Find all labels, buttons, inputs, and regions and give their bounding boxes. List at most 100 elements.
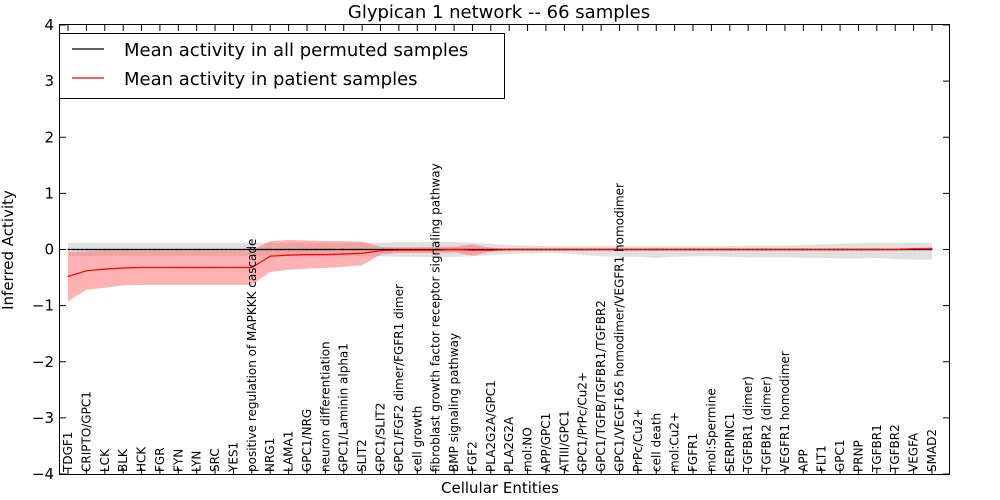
x-tick-label: GPC1 xyxy=(833,439,847,472)
y-tick-label: 1 xyxy=(44,184,54,202)
x-tick-label: TGFBR1 (dimer) xyxy=(741,376,755,473)
x-tick-label: GPC1/PrPc/Cu2+ xyxy=(576,372,590,472)
point-patient-4 xyxy=(140,266,143,269)
point-patient-13 xyxy=(306,254,308,256)
x-tick-label: SMAD2 xyxy=(925,429,939,472)
x-tick-label: LAMA1 xyxy=(282,431,296,472)
x-tick-label: mol:Spermine xyxy=(704,388,718,472)
x-tick-label: PrPc/Cu2+ xyxy=(631,408,645,472)
x-tick-label: LYN xyxy=(190,451,204,472)
point-patient-20 xyxy=(435,249,437,251)
x-tick-label: APP xyxy=(796,449,810,472)
point-patient-0 xyxy=(67,275,69,277)
point-patient-18 xyxy=(398,249,400,251)
legend-entry-permuted: Mean activity in all permuted samples xyxy=(124,40,468,61)
point-patient-15 xyxy=(343,253,345,255)
y-tick-label: −4 xyxy=(32,465,54,483)
point-permuted-13 xyxy=(306,248,308,251)
point-patient-42 xyxy=(839,248,841,251)
x-tick-label: TGFBR2 (dimer) xyxy=(760,376,774,473)
plot-area xyxy=(59,24,950,475)
point-patient-9 xyxy=(232,266,234,269)
x-tick-label: cell growth xyxy=(410,406,424,472)
x-tick-label: SERPINC1 xyxy=(723,413,737,472)
chart-title: Glypican 1 network -- 66 samples xyxy=(348,2,650,23)
x-tick-label: PLA2G2A/GPC1 xyxy=(484,380,498,472)
x-tick-label: mol:NO xyxy=(521,427,535,472)
x-tick-label: LCK xyxy=(98,448,112,472)
point-permuted-11 xyxy=(269,248,271,251)
point-permuted-12 xyxy=(288,248,290,251)
x-tick-label: NRG1 xyxy=(263,438,277,472)
x-tick-label: FLT1 xyxy=(815,445,829,472)
point-permuted-6 xyxy=(177,248,179,251)
point-patient-41 xyxy=(821,248,823,251)
point-patient-24 xyxy=(508,248,510,251)
point-patient-40 xyxy=(802,248,804,251)
x-tick-label: BLK xyxy=(116,448,130,472)
x-tick-label: cell death xyxy=(649,413,663,472)
point-permuted-1 xyxy=(85,248,87,251)
y-tick-label: −1 xyxy=(32,297,54,315)
x-tick-label: GPC1/FGF2 dimer/FGFR1 dimer xyxy=(392,284,406,472)
point-permuted-0 xyxy=(67,248,69,251)
point-patient-8 xyxy=(214,266,216,269)
x-tick-label: VEGFR1 homodimer xyxy=(778,351,792,472)
x-tick-label: VEGFA xyxy=(907,432,921,472)
y-tick-label: 0 xyxy=(44,241,54,259)
y-tick-label: −2 xyxy=(32,353,54,371)
x-axis-label: Cellular Entities xyxy=(441,479,559,497)
x-tick-label: fibroblast growth factor receptor signal… xyxy=(429,163,443,472)
x-tick-label: YES1 xyxy=(226,442,240,473)
x-tick-label: SRC xyxy=(208,448,222,472)
point-permuted-16 xyxy=(361,248,363,251)
x-tick-label: GPC1/TGFB/TGFBR1/TGFBR2 xyxy=(594,300,608,472)
point-patient-2 xyxy=(104,268,106,270)
point-patient-28 xyxy=(582,248,584,251)
point-patient-3 xyxy=(122,267,124,269)
point-patient-37 xyxy=(747,248,749,251)
point-patient-29 xyxy=(600,248,602,251)
x-tick-label: GPC1/SLIT2 xyxy=(374,403,388,472)
legend-entry-patient: Mean activity in patient samples xyxy=(124,69,418,90)
point-patient-34 xyxy=(692,248,694,251)
point-patient-25 xyxy=(527,248,529,251)
point-patient-31 xyxy=(637,248,639,251)
point-permuted-8 xyxy=(214,248,216,251)
x-tick-label: mol:Cu2+ xyxy=(668,412,682,472)
point-permuted-10 xyxy=(251,248,253,251)
x-tick-label: GPC1/Laminin alpha1 xyxy=(337,343,351,472)
point-permuted-3 xyxy=(122,248,124,251)
point-patient-7 xyxy=(196,266,198,269)
point-permuted-5 xyxy=(159,248,161,251)
point-patient-26 xyxy=(545,248,547,251)
point-patient-39 xyxy=(784,248,786,251)
point-patient-46 xyxy=(913,248,915,250)
point-patient-33 xyxy=(674,248,676,251)
series-lines xyxy=(67,248,933,277)
y-tick-label: −3 xyxy=(32,409,54,427)
x-tick-label: PLA2G2A xyxy=(502,416,516,472)
legend: Mean activity in all permuted samples Me… xyxy=(59,33,505,99)
point-patient-16 xyxy=(361,252,363,254)
x-tick-label: positive regulation of MAPKKK cascade xyxy=(245,239,259,472)
x-tick-label: neuron differentiation xyxy=(318,341,332,472)
x-tick-label: FYN xyxy=(171,449,185,472)
y-axis-label: Inferred Activity xyxy=(0,190,17,310)
point-patient-22 xyxy=(471,249,473,251)
x-tick-label: APP/GPC1 xyxy=(539,413,553,472)
point-patient-10 xyxy=(251,266,253,269)
point-patient-36 xyxy=(729,248,731,251)
point-patient-14 xyxy=(324,254,326,256)
x-tick-label: ATIII/GPC1 xyxy=(557,410,571,472)
point-permuted-17 xyxy=(379,248,382,251)
point-permuted-15 xyxy=(343,248,345,251)
point-patient-5 xyxy=(159,266,161,269)
point-permuted-4 xyxy=(140,248,143,251)
point-patient-17 xyxy=(379,250,382,252)
x-tick-label: FGFR1 xyxy=(686,433,700,472)
point-permuted-2 xyxy=(104,248,106,251)
point-patient-1 xyxy=(85,270,87,272)
